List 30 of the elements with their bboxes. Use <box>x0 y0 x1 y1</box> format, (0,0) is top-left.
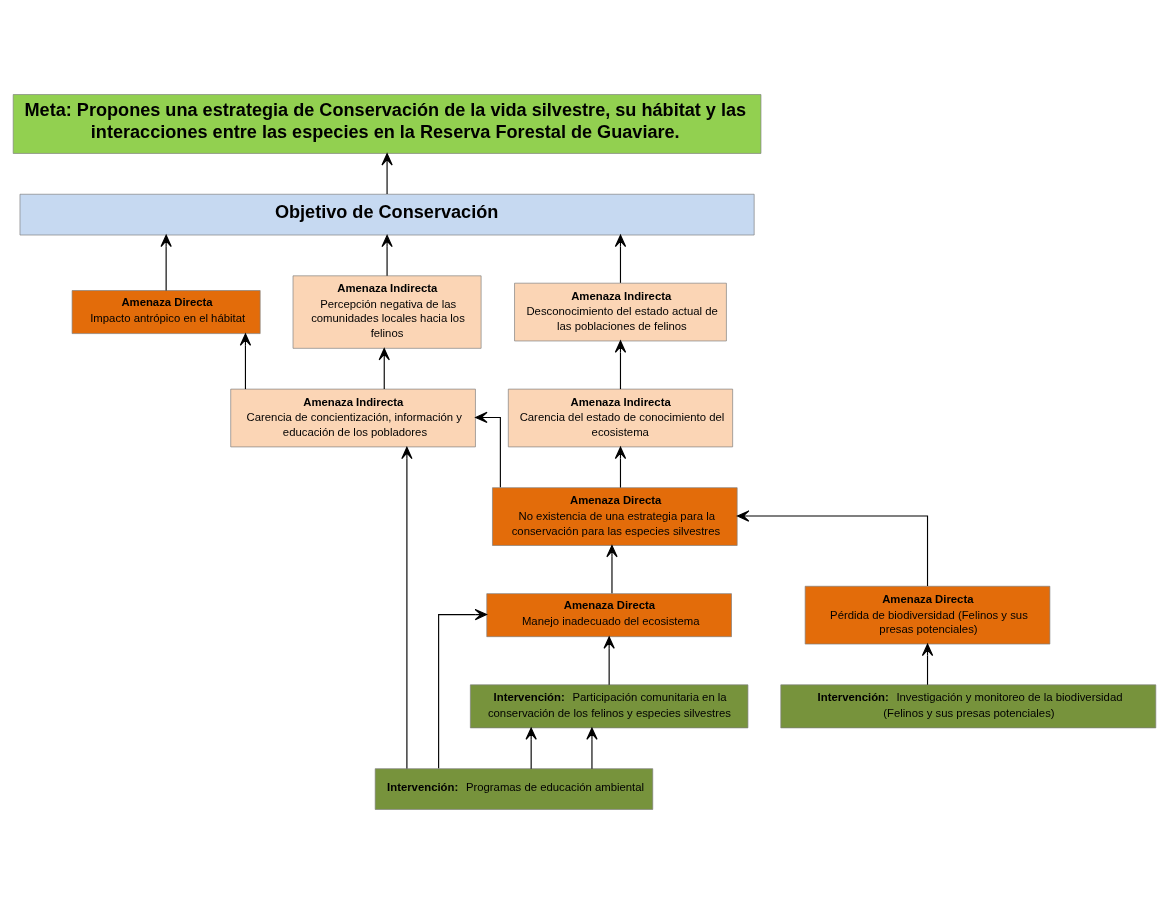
arrow <box>614 446 627 489</box>
arrow <box>736 510 929 587</box>
arrow <box>586 727 598 770</box>
arrow <box>606 544 618 594</box>
arrow <box>614 234 627 284</box>
node-box: Intervención: Investigación y monitoreo de la biodiversidad (Felinos y sus presas potenciales) <box>780 684 1157 729</box>
arrow <box>378 348 390 390</box>
arrow <box>614 340 627 390</box>
arrow <box>475 411 501 488</box>
arrow <box>603 636 615 686</box>
node-box: Amenaza Directa Impacto antrópico en el hábitat <box>71 290 261 334</box>
node-box: Amenaza Indirecta Carencia del estado de conocimiento del ecosistema <box>507 388 733 448</box>
arrow <box>401 446 413 770</box>
arrow <box>921 643 934 686</box>
arrow <box>239 333 252 390</box>
node-box: Amenaza Directa Pérdida de biodiversidad (Felinos y sus presas potenciales) <box>804 585 1051 645</box>
node-box: Meta: Propones una estrategia de Conservación de la vida silvestre, su hábitat y las interacciones entre las especies en la Reserva Forestal de Guaviare. <box>12 94 762 154</box>
arrow <box>160 234 172 291</box>
node-box: Amenaza Directa Manejo inadecuado del ecosistema <box>486 593 732 637</box>
node-box: Intervención: Programas de educación ambiental <box>374 768 654 810</box>
node-box: Amenaza Indirecta Desconocimiento del estado actual de las poblaciones de felinos <box>514 282 727 342</box>
arrow <box>438 608 488 769</box>
node-box: Objetivo de Conservación <box>19 193 755 236</box>
node-box: Amenaza Directa No existencia de una estrategia para la conservación para las especies silvestres <box>492 487 738 546</box>
node-box: Amenaza Indirecta Percepción negativa de las comunidades locales hacia los felinos <box>292 275 482 349</box>
arrow <box>381 234 393 277</box>
node-box: Amenaza Indirecta Carencia de concientización, información y educación de los pobladores <box>230 388 476 448</box>
arrow <box>381 153 393 195</box>
arrow <box>525 727 537 770</box>
node-box: Intervención: Participación comunitaria en la conservación de los felinos y especies silvestres <box>470 684 749 729</box>
